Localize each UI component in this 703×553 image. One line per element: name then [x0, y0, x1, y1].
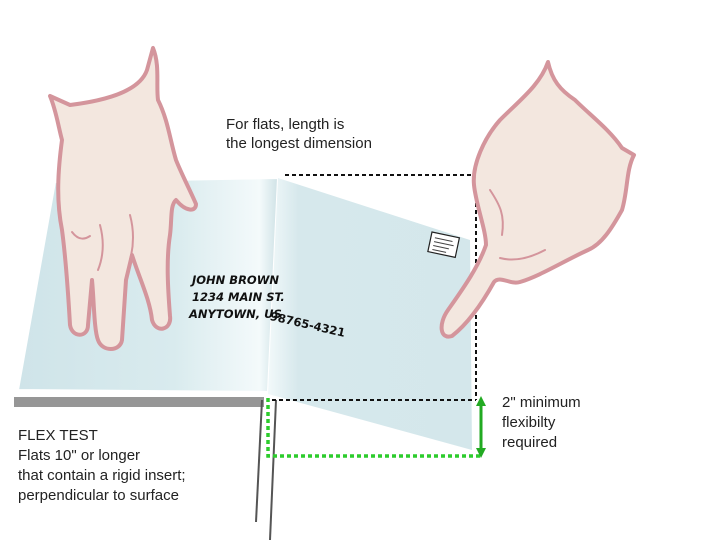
table-surface-shadow [14, 397, 264, 407]
flex-note-line: required [502, 434, 558, 451]
flex-test-caption: FLEX TEST Flats 10" or longer that conta… [18, 426, 186, 506]
right-hand-illustration [439, 60, 636, 339]
flex-test-line: that contain a rigid insert; [18, 467, 186, 484]
mailing-address: JOHN BROWN 1234 MAIN ST. ANYTOWN, US [189, 272, 285, 323]
flex-test-line: perpendicular to surface [18, 487, 179, 504]
flex-arrow [476, 396, 486, 458]
envelope-right-panel [268, 178, 472, 450]
table-edge-line [269, 399, 277, 541]
table-edge-line [255, 399, 263, 523]
address-street: 1234 MAIN ST. [192, 290, 285, 304]
address-city: ANYTOWN, US [189, 307, 282, 321]
left-hand-illustration [48, 46, 198, 351]
length-note: For flats, length is the longest dimensi… [226, 115, 372, 153]
flex-note-line: 2" minimum [502, 394, 581, 411]
length-note-line: For flats, length is [226, 116, 345, 133]
postage-indicia [427, 231, 461, 259]
flex-note-line: flexibilty [502, 414, 556, 431]
length-note-line: the longest dimension [226, 135, 372, 152]
flex-note: 2" minimum flexibilty required [502, 393, 581, 453]
flex-test-title: FLEX TEST [18, 427, 98, 444]
flex-test-line: Flats 10" or longer [18, 447, 141, 464]
flex-green-dotted-line [266, 398, 481, 458]
address-name: JOHN BROWN [192, 273, 280, 287]
